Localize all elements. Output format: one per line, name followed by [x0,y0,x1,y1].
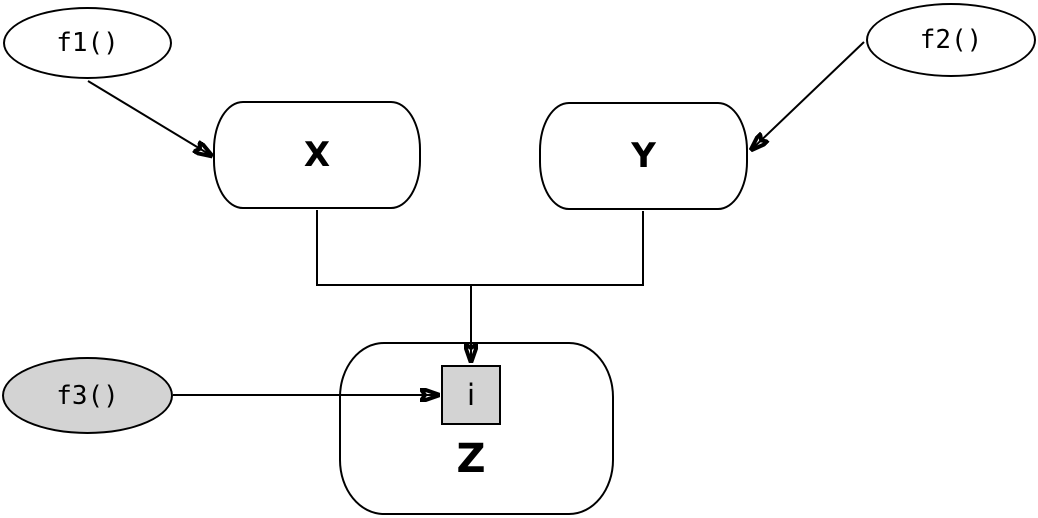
connector-x-y-merge [316,210,644,286]
node-i-label: i [466,378,476,412]
node-y-label: Y [631,136,656,176]
node-f2[interactable]: f2() [866,3,1036,77]
node-i[interactable]: i [441,365,501,425]
node-f3-label: f3() [56,380,119,411]
node-f3[interactable]: f3() [2,357,173,434]
node-x[interactable]: X [213,101,421,209]
node-z-label: Z [456,436,486,482]
edge-f2-to-y [751,41,865,150]
node-f1[interactable]: f1() [3,7,172,79]
node-y[interactable]: Y [539,102,748,210]
edge-f1-to-x [87,80,212,156]
node-f2-label: f2() [919,25,983,55]
node-f1-label: f1() [56,28,119,58]
node-x-label: X [303,135,331,175]
